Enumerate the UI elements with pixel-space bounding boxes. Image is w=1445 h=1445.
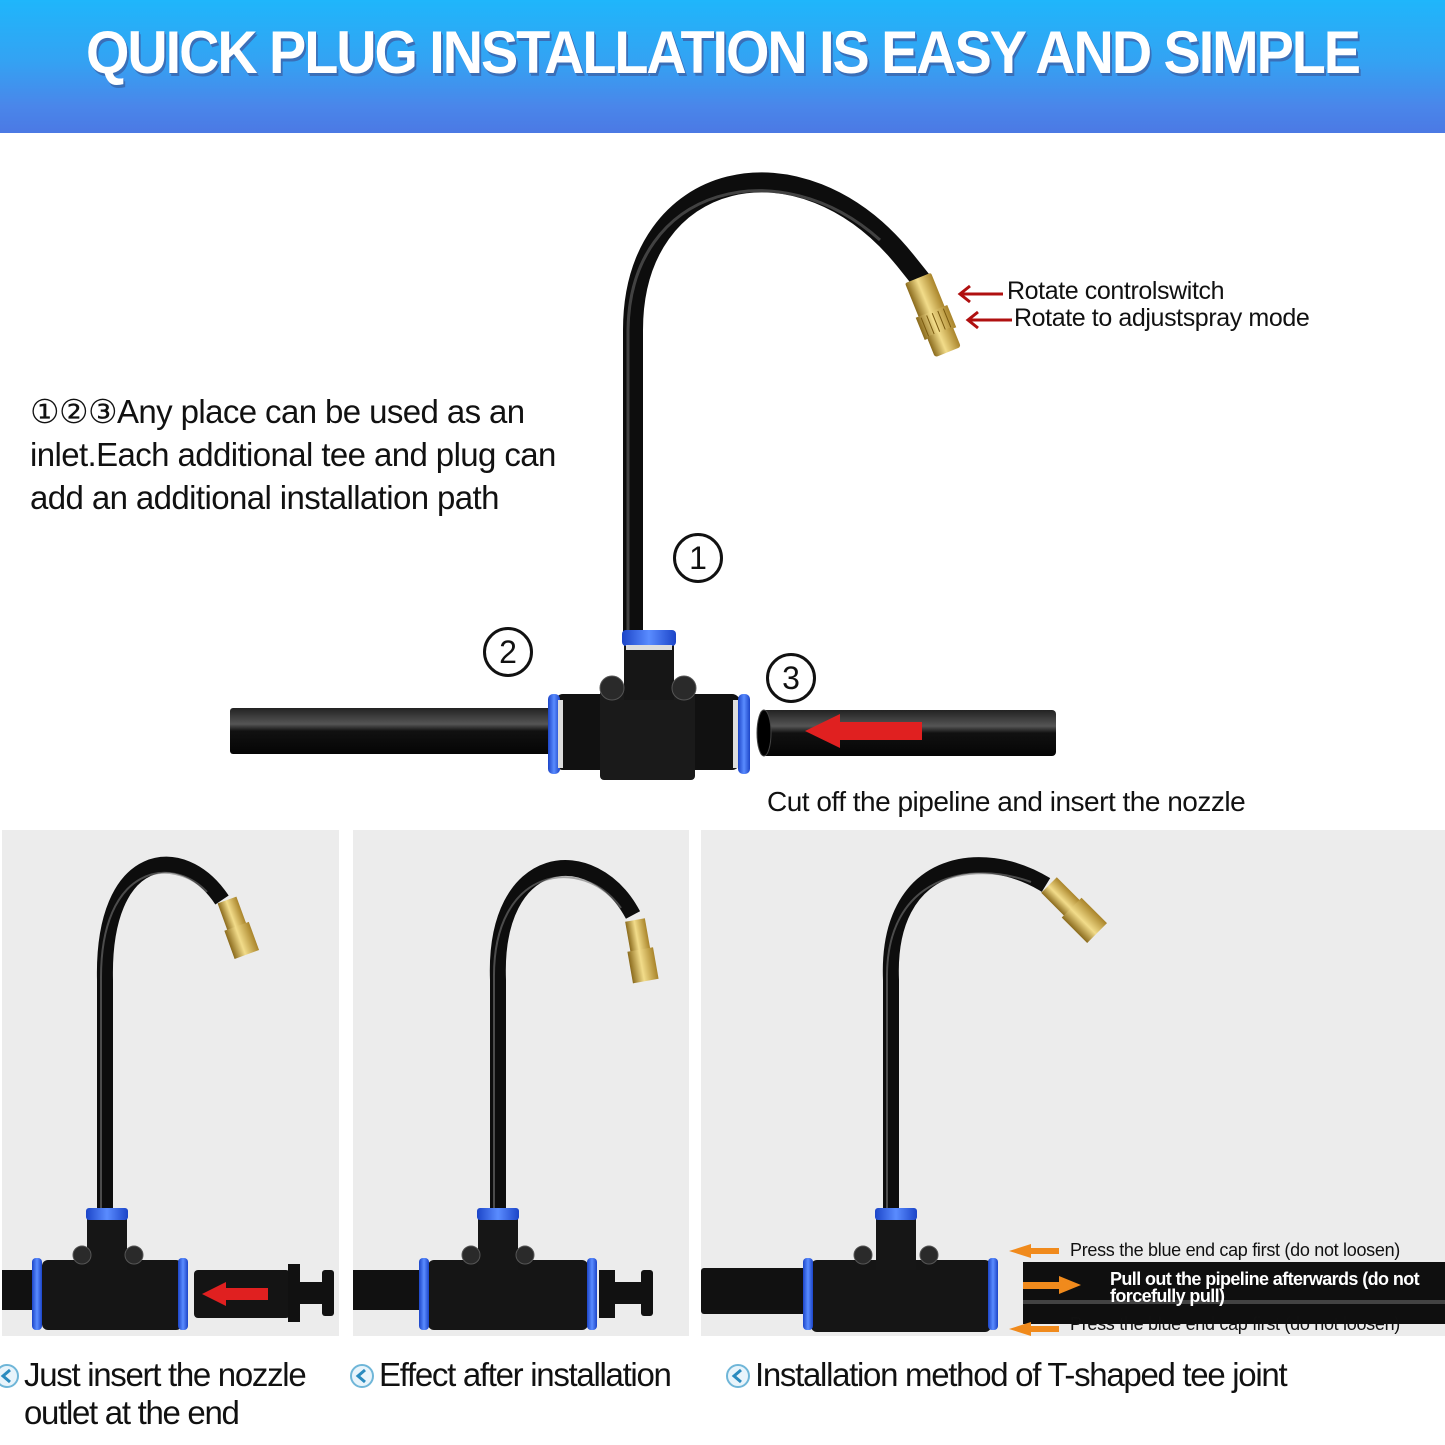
caption-tee-joint-method: Installation method of T-shaped tee join… (725, 1356, 1288, 1394)
caption-tee-joint-method-text: Installation method of T-shaped tee join… (755, 1356, 1288, 1393)
brass-nozzle-icon (905, 273, 961, 357)
nozzle-annotation-2: Rotate to adjustspray mode (1014, 304, 1310, 332)
tee-note-top: Press the blue end cap first (do not loo… (1070, 1240, 1400, 1260)
tee-joint-method-illustration (701, 857, 1445, 1336)
tee-note-bottom: Press the blue end cap first (do not loo… (1070, 1314, 1400, 1334)
chevron-left-circle-icon (350, 1364, 374, 1388)
tee-note-middle-2: forcefully pull) (1110, 1286, 1225, 1306)
intro-line-2: inlet.Each additional tee and plug can (30, 436, 556, 473)
orange-arrows (1009, 1244, 1081, 1336)
after-installation-illustration (353, 860, 659, 1330)
step-number-3: 3 (766, 653, 816, 703)
caption-insert-nozzle-line1: Just insert the nozzle (24, 1356, 307, 1393)
panel-insert-nozzle (2, 830, 339, 1336)
header-banner: QUICK PLUG INSTALLATION IS EASY AND SIMP… (0, 0, 1445, 133)
panel-tee-joint-method: Press the blue end cap first (do not loo… (701, 830, 1445, 1336)
chevron-left-circle-icon (0, 1364, 19, 1388)
step-number-2: 2 (483, 627, 533, 677)
intro-text: ①②③Any place can be used as an inlet.Eac… (30, 390, 630, 519)
intro-line-1: ①②③Any place can be used as an (30, 393, 525, 430)
tee-note-middle-1: Pull out the pipeline afterwards (do not (1110, 1269, 1420, 1289)
caption-insert-nozzle: Just insert the nozzle outlet at the end (0, 1356, 307, 1432)
hero-illustration: Rotate controlswitch Rotate to adjustspr… (0, 133, 1445, 833)
cut-caption: Cut off the pipeline and insert the nozz… (767, 786, 1246, 817)
insert-nozzle-illustration (2, 856, 334, 1330)
caption-insert-nozzle-line2: outlet at the end (24, 1394, 240, 1431)
caption-after-installation-text: Effect after installation (379, 1356, 672, 1393)
caption-after-installation: Effect after installation (349, 1356, 672, 1394)
banner-title: QUICK PLUG INSTALLATION IS EASY AND SIMP… (86, 19, 1361, 86)
chevron-left-circle-icon (726, 1364, 750, 1388)
panel-after-installation (353, 830, 689, 1336)
insert-arrow-icon (805, 714, 922, 748)
intro-line-3: add an additional installation path (30, 479, 499, 516)
nozzle-annotation-1: Rotate controlswitch (1007, 277, 1225, 305)
step-number-1: 1 (673, 533, 723, 583)
annotation-arrows (957, 284, 1012, 330)
tee-assembly-illustration (230, 172, 1056, 780)
